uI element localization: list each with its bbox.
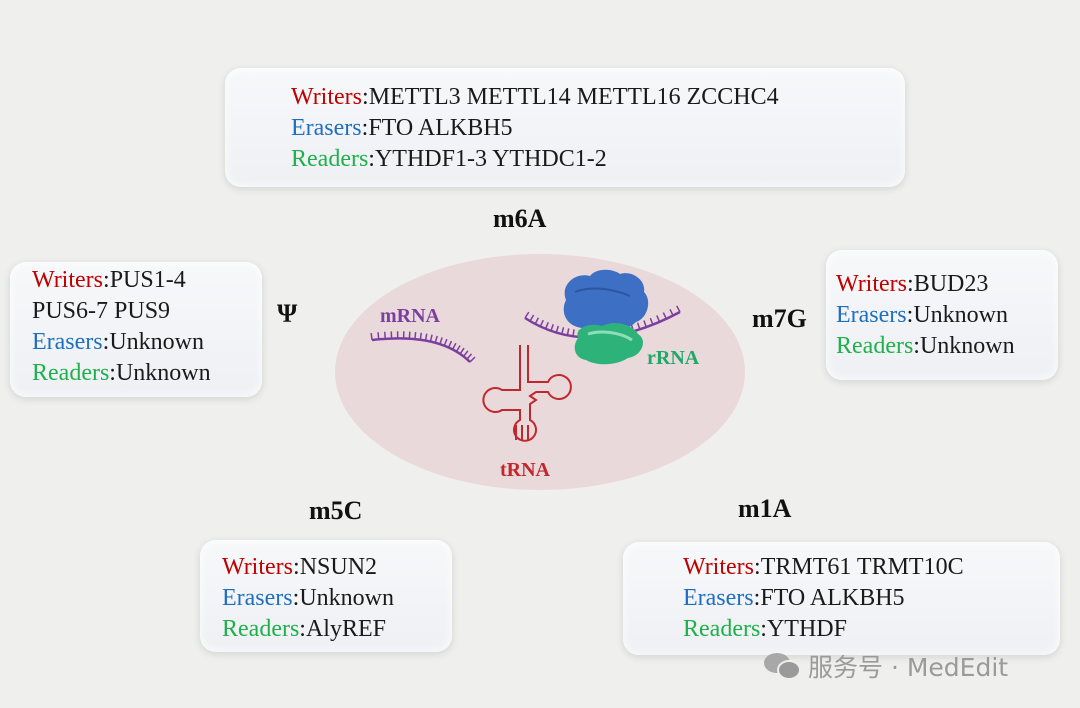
wechat-icon <box>764 653 801 680</box>
trna-cloverleaf <box>482 345 572 442</box>
m1a-readers: Readers:YTHDF <box>683 616 847 642</box>
psi-erasers: Erasers:Unknown <box>32 329 204 355</box>
mrna-strand <box>370 331 476 363</box>
cell-ellipse <box>335 254 745 490</box>
m1a-erasers: Erasers:FTO ALKBH5 <box>683 585 905 611</box>
m6a-writers: Writers:METTL3 METTL14 METTL16 ZCCHC4 <box>291 84 779 110</box>
m5c-writers: Writers:NSUN2 <box>222 554 378 580</box>
watermark: 服务号 · MedEdit <box>762 648 1008 684</box>
m6a-erasers: Erasers:FTO ALKBH5 <box>291 115 513 141</box>
m1a-writers: Writers:TRMT61 TRMT10C <box>683 554 964 580</box>
m5c-readers: Readers:AlyREF <box>222 616 386 642</box>
psi-label: Ψ <box>277 299 298 328</box>
ribosome-small-subunit-rrna <box>574 323 643 365</box>
m5c-erasers: Erasers:Unknown <box>222 585 394 611</box>
m5c-box: Writers:NSUN2 Erasers:Unknown Readers:Al… <box>200 540 452 652</box>
rrna-label: rRNA <box>647 347 700 369</box>
trna-label: tRNA <box>500 459 551 481</box>
m6a-label: m6A <box>493 204 547 233</box>
m7g-writers: Writers:BUD23 <box>836 271 989 297</box>
psi-box: Writers:PUS1-4 PUS6-7 PUS9 Erasers:Unkno… <box>10 262 262 397</box>
m5c-label: m5C <box>309 496 363 525</box>
psi-readers: Readers:Unknown <box>32 360 211 386</box>
m7g-erasers: Erasers:Unknown <box>836 302 1008 328</box>
ribosome-large-subunit <box>563 269 649 333</box>
psi-writers-cont: PUS6-7 PUS9 <box>32 298 171 324</box>
m7g-readers: Readers:Unknown <box>836 333 1015 359</box>
m1a-label: m1A <box>738 494 792 523</box>
mrna-label: mRNA <box>380 305 441 327</box>
m1a-box: Writers:TRMT61 TRMT10C Erasers:FTO ALKBH… <box>623 542 1060 655</box>
m7g-box: Writers:BUD23 Erasers:Unknown Readers:Un… <box>826 250 1058 380</box>
m6a-readers: Readers:YTHDF1-3 YTHDC1-2 <box>291 146 607 172</box>
m6a-box: Writers:METTL3 METTL14 METTL16 ZCCHC4 Er… <box>225 68 905 187</box>
watermark-text: 服务号 · MedEdit <box>808 653 1009 682</box>
psi-writers: Writers:PUS1-4 <box>32 267 186 293</box>
m7g-label: m7G <box>752 304 807 333</box>
